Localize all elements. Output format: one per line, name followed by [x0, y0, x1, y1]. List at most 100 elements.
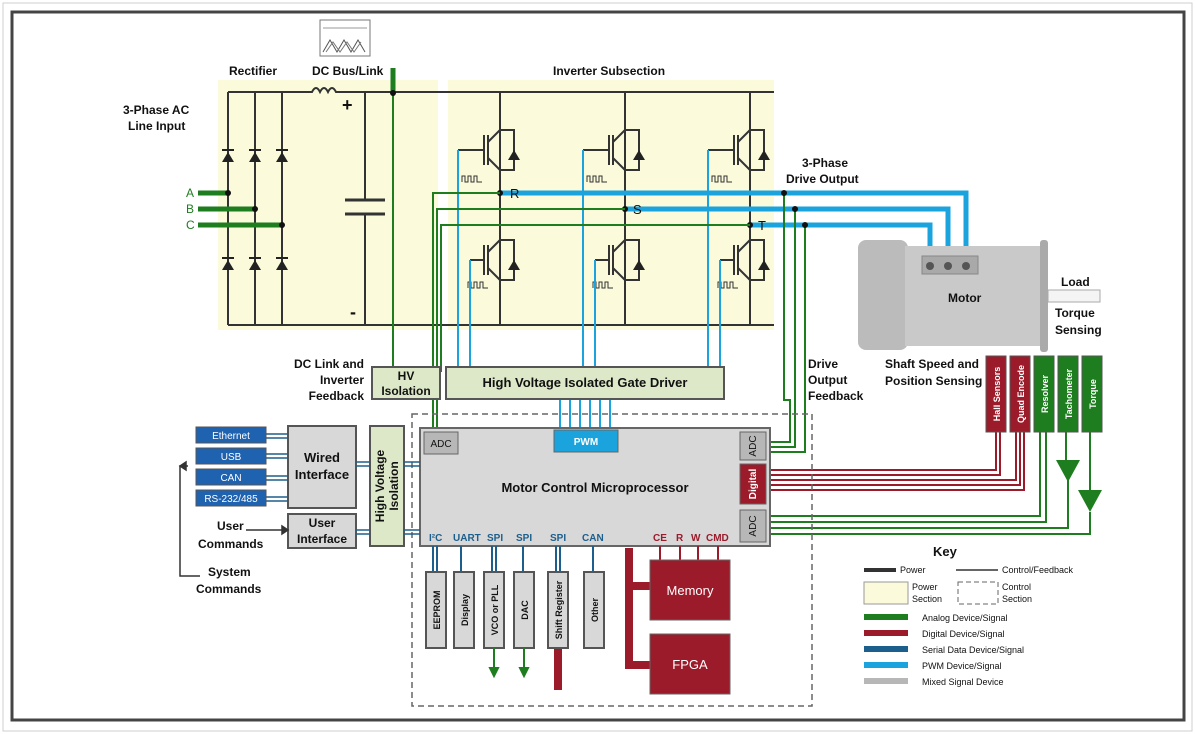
- label-user-if-1: User: [309, 516, 336, 530]
- label-bus-port: UART: [453, 533, 481, 544]
- label-control-pin: CMD: [706, 533, 729, 544]
- label-node-r: R: [510, 186, 519, 201]
- label-drive-fb-3: Feedback: [808, 389, 864, 403]
- label-peripheral: Display: [460, 594, 470, 626]
- label-node-t: T: [758, 218, 766, 233]
- peripheral-shift-register: [547, 571, 569, 649]
- wired-interface-block: [287, 425, 357, 509]
- label-hv-iso-1: HV: [398, 369, 415, 383]
- label-minus: -: [350, 302, 356, 322]
- key-power-section-1: Power: [912, 582, 938, 592]
- sensor-torque: [1081, 355, 1103, 433]
- port-can: [195, 468, 267, 486]
- label-peripheral: Other: [590, 598, 600, 623]
- gate-driver-block: [445, 366, 725, 400]
- label-dc-link-fb-2: Inverter: [320, 373, 364, 387]
- label-peripheral: Shift Register: [554, 580, 564, 639]
- sensor-tachometer: [1057, 355, 1079, 433]
- key-legend: [863, 568, 999, 684]
- sensor-wires: [770, 432, 1091, 535]
- label-dc-link-fb-3: Feedback: [309, 389, 365, 403]
- peripheral-other: [583, 571, 605, 649]
- command-arrows: [178, 460, 290, 577]
- sensor-hall: [985, 355, 1007, 433]
- label-wired-2: Interface: [295, 467, 349, 482]
- hv-isolation-vertical-block: [369, 425, 405, 547]
- label-sys-cmd-1: System: [208, 565, 251, 579]
- label-adc-left: ADC: [430, 439, 451, 450]
- rectifier-power-section: [218, 80, 300, 330]
- label-memory: Memory: [667, 583, 714, 598]
- label-drive-output-2: Drive Output: [786, 172, 859, 186]
- label-shaft-2: Position Sensing: [885, 374, 982, 388]
- label-plus: +: [342, 95, 353, 115]
- feedback-wires: [432, 192, 806, 453]
- motor: [858, 240, 1101, 352]
- mcu-digital-port: [739, 463, 767, 505]
- port-usb: [195, 447, 267, 465]
- label-hv-iso-vert-2: Isolation: [387, 461, 401, 510]
- label-port-usb: USB: [221, 452, 242, 463]
- key-title: Key: [933, 544, 958, 559]
- sensor-resolver: [1033, 355, 1055, 433]
- label-torque-sensing-2: Sensing: [1055, 323, 1102, 337]
- label-shaft-1: Shaft Speed and: [885, 357, 979, 371]
- key-entry: Digital Device/Signal: [922, 629, 1005, 639]
- label-digital: Digital: [748, 469, 759, 500]
- port-ethernet: [195, 426, 267, 444]
- rectifier-diodes: [222, 149, 288, 270]
- port-rs232-485: [195, 489, 267, 507]
- label-sensor-quad: Quad Encode: [1016, 365, 1026, 423]
- label-drive-fb-1: Drive: [808, 357, 838, 371]
- label-mcu: Motor Control Microprocessor: [501, 480, 688, 495]
- hv-isolation-block: [371, 366, 441, 400]
- memory-block: [649, 559, 731, 621]
- label-motor: Motor: [948, 291, 982, 305]
- label-port-ethernet: Ethernet: [212, 431, 250, 442]
- label-ac-input-1: 3-Phase AC: [123, 103, 190, 117]
- torque-signal-arrow: [1078, 490, 1102, 512]
- peripheral-bus-lines: [432, 546, 594, 572]
- label-user-if-2: Interface: [297, 532, 347, 546]
- label-bus-port: CAN: [582, 533, 604, 544]
- label-sensor-hall: Hall Sensors: [992, 367, 1002, 422]
- label-rectifier: Rectifier: [229, 64, 277, 78]
- user-interface-block: [287, 513, 357, 549]
- label-dc-link-fb-1: DC Link and: [294, 357, 364, 371]
- label-sensor-tachometer: Tachometer: [1064, 368, 1074, 419]
- label-sys-cmd-2: Commands: [196, 582, 262, 596]
- label-hv-iso-2: Isolation: [381, 384, 430, 398]
- label-sensor-resolver: Resolver: [1040, 374, 1050, 413]
- inverter-power-section: [448, 80, 774, 330]
- label-phase-b: B: [186, 202, 194, 216]
- mcu-pwm-port: [553, 429, 619, 453]
- label-user-cmd-2: Commands: [198, 537, 264, 551]
- key-entry: Serial Data Device/Signal: [922, 645, 1024, 655]
- peripheral-eeprom: [425, 571, 447, 649]
- key-control: Control/Feedback: [1002, 565, 1074, 575]
- label-peripheral: VCO or PLL: [490, 584, 500, 635]
- label-node-s: S: [633, 202, 642, 217]
- mcu-adc-right-top: [739, 431, 767, 461]
- label-hv-iso-vert-1: High Voltage: [373, 449, 387, 522]
- label-bus-port: SPI: [550, 533, 566, 544]
- analog-output-arrows: [488, 648, 530, 679]
- igbt-diodes: [508, 150, 770, 270]
- label-sensor-torque: Torque: [1088, 379, 1098, 409]
- label-gate-driver: High Voltage Isolated Gate Driver: [483, 375, 688, 390]
- key-power-section-2: Section: [912, 594, 942, 604]
- dc-bus-power-section: [298, 80, 438, 330]
- label-pwm: PWM: [574, 437, 598, 448]
- gate-drive-wires: [457, 150, 721, 430]
- key-power: Power: [900, 565, 926, 575]
- label-load: Load: [1061, 275, 1090, 289]
- dc-bus: [310, 87, 774, 326]
- label-peripheral: EEPROM: [432, 590, 442, 629]
- key-control-section-2: Section: [1002, 594, 1032, 604]
- label-bus-port: I²C: [429, 533, 442, 544]
- label-port-can: CAN: [220, 473, 241, 484]
- label-inverter: Inverter Subsection: [553, 64, 665, 78]
- label-fpga: FPGA: [672, 657, 708, 672]
- peripheral-display: [453, 571, 475, 649]
